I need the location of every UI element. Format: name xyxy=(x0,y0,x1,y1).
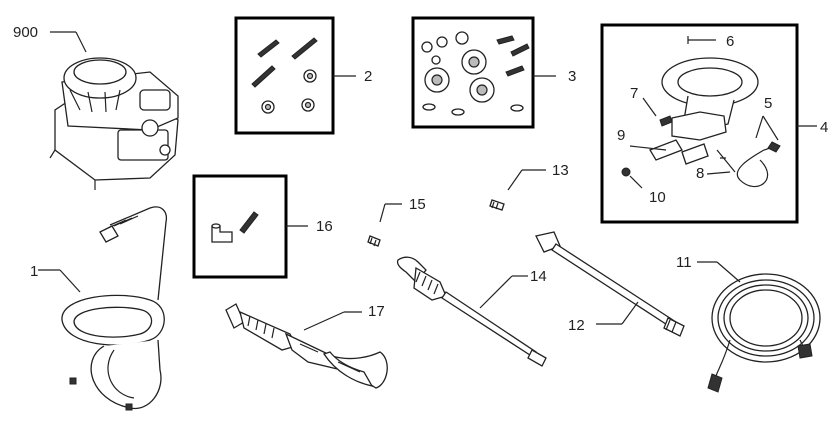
lance-part xyxy=(396,256,547,367)
callout-5: 5 xyxy=(764,95,772,112)
pump-part xyxy=(621,57,781,187)
engine-part xyxy=(49,57,179,190)
seal-kit-part xyxy=(421,31,530,116)
callout-900: 900 xyxy=(13,24,38,41)
callout-13: 13 xyxy=(552,162,569,179)
hose-part xyxy=(707,273,821,393)
seal-kit-box xyxy=(411,16,535,129)
callout-16: 16 xyxy=(316,218,333,235)
connector-kit-box xyxy=(192,174,288,279)
callout-10: 10 xyxy=(649,189,666,206)
pump-box xyxy=(600,23,799,224)
callout-11: 11 xyxy=(676,254,692,271)
callout-1: 1 xyxy=(30,263,38,280)
callout-14: 14 xyxy=(530,268,547,285)
callout-9: 9 xyxy=(617,127,625,144)
handle-part xyxy=(61,206,168,411)
callout-3: 3 xyxy=(568,68,576,85)
callout-17: 17 xyxy=(368,303,385,320)
callout-4: 4 xyxy=(820,119,828,136)
spray-gun-part xyxy=(225,303,388,389)
screw-kit-box xyxy=(234,16,335,135)
callout-15: 15 xyxy=(409,196,426,213)
connector-kit-part xyxy=(211,211,259,243)
nozzle-13-part xyxy=(489,199,505,211)
nozzle-15-part xyxy=(367,235,381,247)
callout-7: 7 xyxy=(630,85,638,102)
callout-2: 2 xyxy=(364,68,372,85)
screw-kit-1-part xyxy=(251,37,318,114)
extension-part xyxy=(535,231,685,337)
callout-12: 12 xyxy=(568,317,585,334)
callout-8: 8 xyxy=(696,165,704,182)
callout-6: 6 xyxy=(726,33,734,50)
